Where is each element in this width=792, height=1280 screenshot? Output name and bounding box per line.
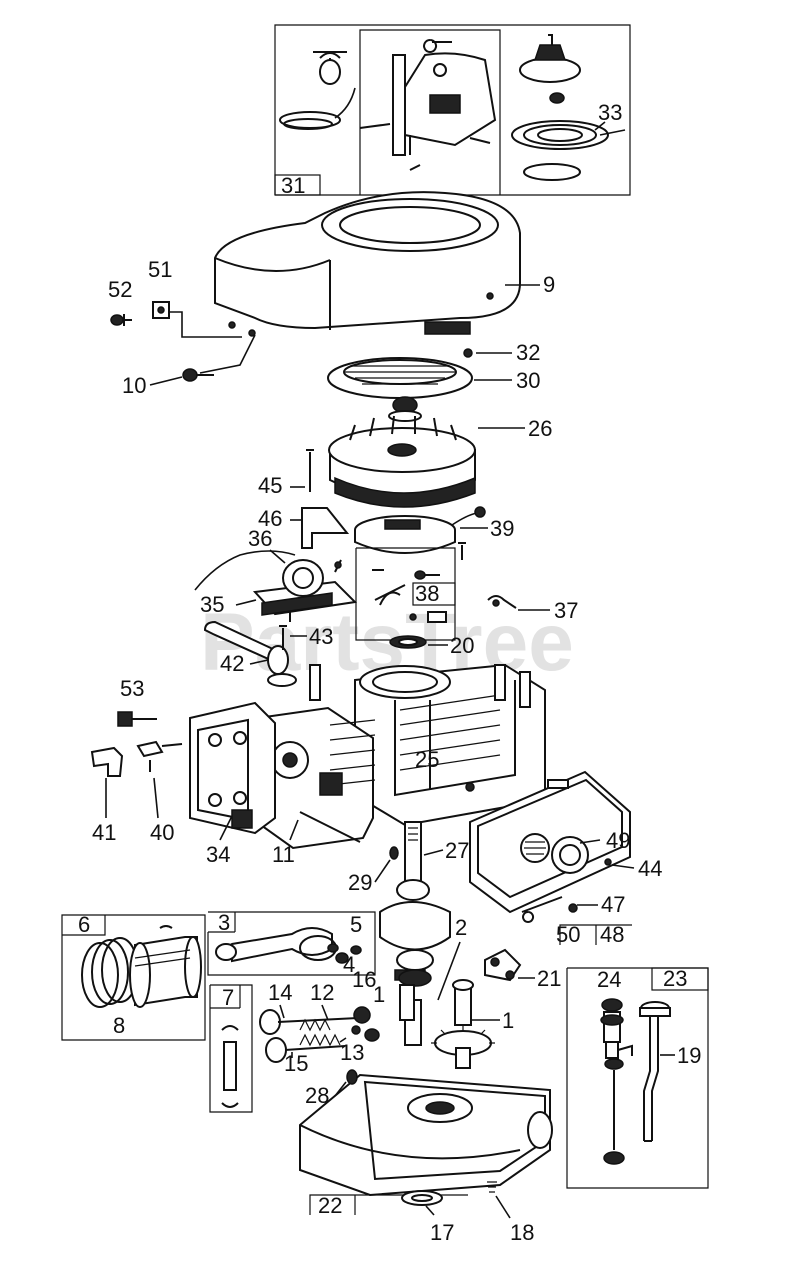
callout-46: 46	[258, 506, 282, 531]
head-bolt	[117, 711, 157, 727]
cylinder-head	[257, 706, 376, 850]
wrist-pin	[209, 984, 253, 1113]
callout-29: 29	[348, 870, 372, 895]
callout-34: 34	[206, 842, 230, 867]
callout-24: 24	[597, 967, 621, 992]
connecting-rod-assembly	[207, 911, 376, 976]
cylinder-block	[309, 663, 546, 827]
rewind-starter-assembly	[274, 24, 631, 196]
callout-4: 4	[343, 952, 355, 977]
intake-pipe	[203, 620, 427, 687]
callout-20: 20	[450, 633, 474, 658]
rotating-screen	[327, 348, 473, 399]
callout-9: 9	[543, 272, 555, 297]
callout-13: 13	[340, 1040, 364, 1065]
callout-21: 21	[537, 966, 561, 991]
cam-and-slinger	[398, 948, 522, 1021]
blower-housing	[214, 191, 521, 337]
callout-18: 18	[510, 1220, 534, 1245]
ignition-armature	[301, 449, 486, 554]
callout-11: 11	[272, 842, 295, 867]
callout-19: 19	[677, 1043, 701, 1068]
callout-50: 50	[556, 922, 580, 947]
callout-1a: 1	[373, 982, 385, 1007]
governor-controls	[355, 542, 517, 641]
governor-and-dipstick	[566, 967, 709, 1189]
cam-gear	[431, 979, 495, 1069]
head-gasket	[189, 701, 276, 835]
callout-6: 6	[78, 912, 90, 937]
callout-10: 10	[122, 373, 146, 398]
callout-52: 52	[108, 277, 132, 302]
callout-53: 53	[120, 676, 144, 701]
callout-36: 36	[248, 526, 272, 551]
callout-44: 44	[638, 856, 662, 881]
callout-25: 25	[415, 747, 439, 772]
clip-and-screws	[110, 301, 256, 382]
callout-38: 38	[415, 581, 439, 606]
callout-33: 33	[598, 100, 622, 125]
callout-49: 49	[606, 828, 630, 853]
callout-31: 31	[281, 173, 305, 198]
callout-35: 35	[200, 592, 224, 617]
callout-1b: 1	[502, 1008, 514, 1033]
callout-27: 27	[445, 838, 469, 863]
callout-26: 26	[528, 416, 552, 441]
callout-17: 17	[430, 1220, 454, 1245]
callout-22: 22	[318, 1193, 342, 1218]
elbow-and-plug	[90, 740, 183, 777]
callout-5: 5	[350, 912, 362, 937]
callout-42: 42	[220, 651, 244, 676]
flywheel	[328, 396, 476, 508]
muffler-assembly	[469, 770, 632, 945]
callout-23: 23	[663, 966, 687, 991]
piston-assembly	[61, 914, 206, 1041]
callout-12: 12	[310, 980, 334, 1005]
valve-train	[259, 1006, 380, 1063]
callout-15: 15	[284, 1051, 308, 1076]
callout-40: 40	[150, 820, 174, 845]
callout-8: 8	[113, 1013, 125, 1038]
callout-32: 32	[516, 340, 540, 365]
callout-51: 51	[148, 257, 172, 282]
callout-45: 45	[258, 473, 282, 498]
callout-41: 41	[92, 820, 116, 845]
crankcase-cover	[299, 1069, 553, 1215]
callout-48: 48	[600, 922, 624, 947]
callout-39: 39	[490, 516, 514, 541]
callout-2: 2	[455, 915, 467, 940]
callout-47: 47	[601, 892, 625, 917]
callout-28: 28	[305, 1083, 329, 1108]
callout-37: 37	[554, 598, 578, 623]
callout-16: 16	[352, 967, 376, 992]
callout-7: 7	[222, 985, 234, 1010]
callout-3: 3	[218, 910, 230, 935]
carburetor-assembly	[194, 550, 358, 622]
callout-30: 30	[516, 368, 540, 393]
callout-14: 14	[268, 980, 292, 1005]
callout-43: 43	[309, 624, 333, 649]
